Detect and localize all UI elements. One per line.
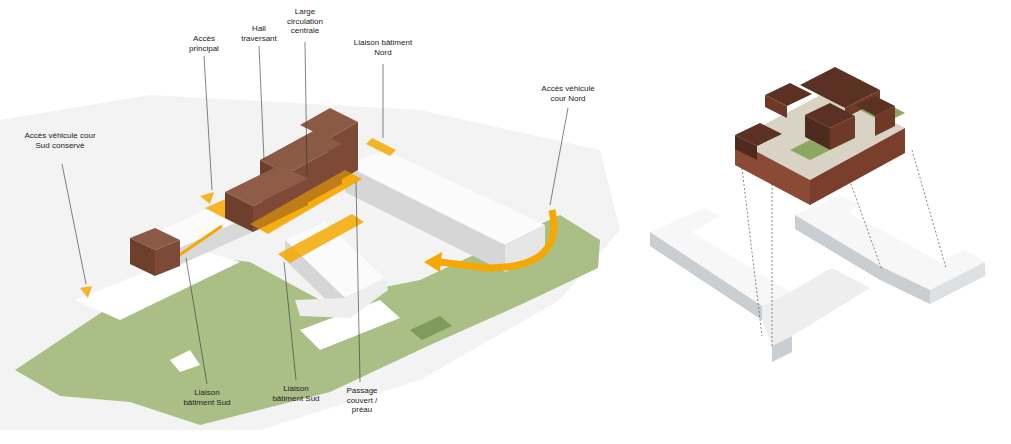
circulation-band [250,170,362,233]
callout-label: Liaison bâtiment Sud [271,384,321,403]
circulation-line [178,226,222,256]
lawn [15,215,600,425]
building-roof [295,278,388,318]
floating-building [735,67,905,205]
callout-label: Accès principal [181,34,227,53]
callout-label: Liaison bâtiment Nord [351,38,415,57]
vehicle-route [440,210,554,268]
road [170,350,200,372]
callout-label: Liaison bâtiment Sud [182,388,232,407]
callout-label: Hall traversant [234,24,284,43]
leader-line [62,42,568,384]
callout-label: Accès véhicule cour Sud conservé [23,131,97,150]
building-side [345,165,505,272]
lawn [410,316,452,340]
site-ground [0,95,620,430]
arrow-head [424,252,442,272]
footprint [650,195,985,362]
callout-label: Accès véhicule cour Nord [533,84,603,103]
callout-label: Passage couvert / préau [337,386,387,415]
callout-label: Large circulation centrale [279,7,331,36]
